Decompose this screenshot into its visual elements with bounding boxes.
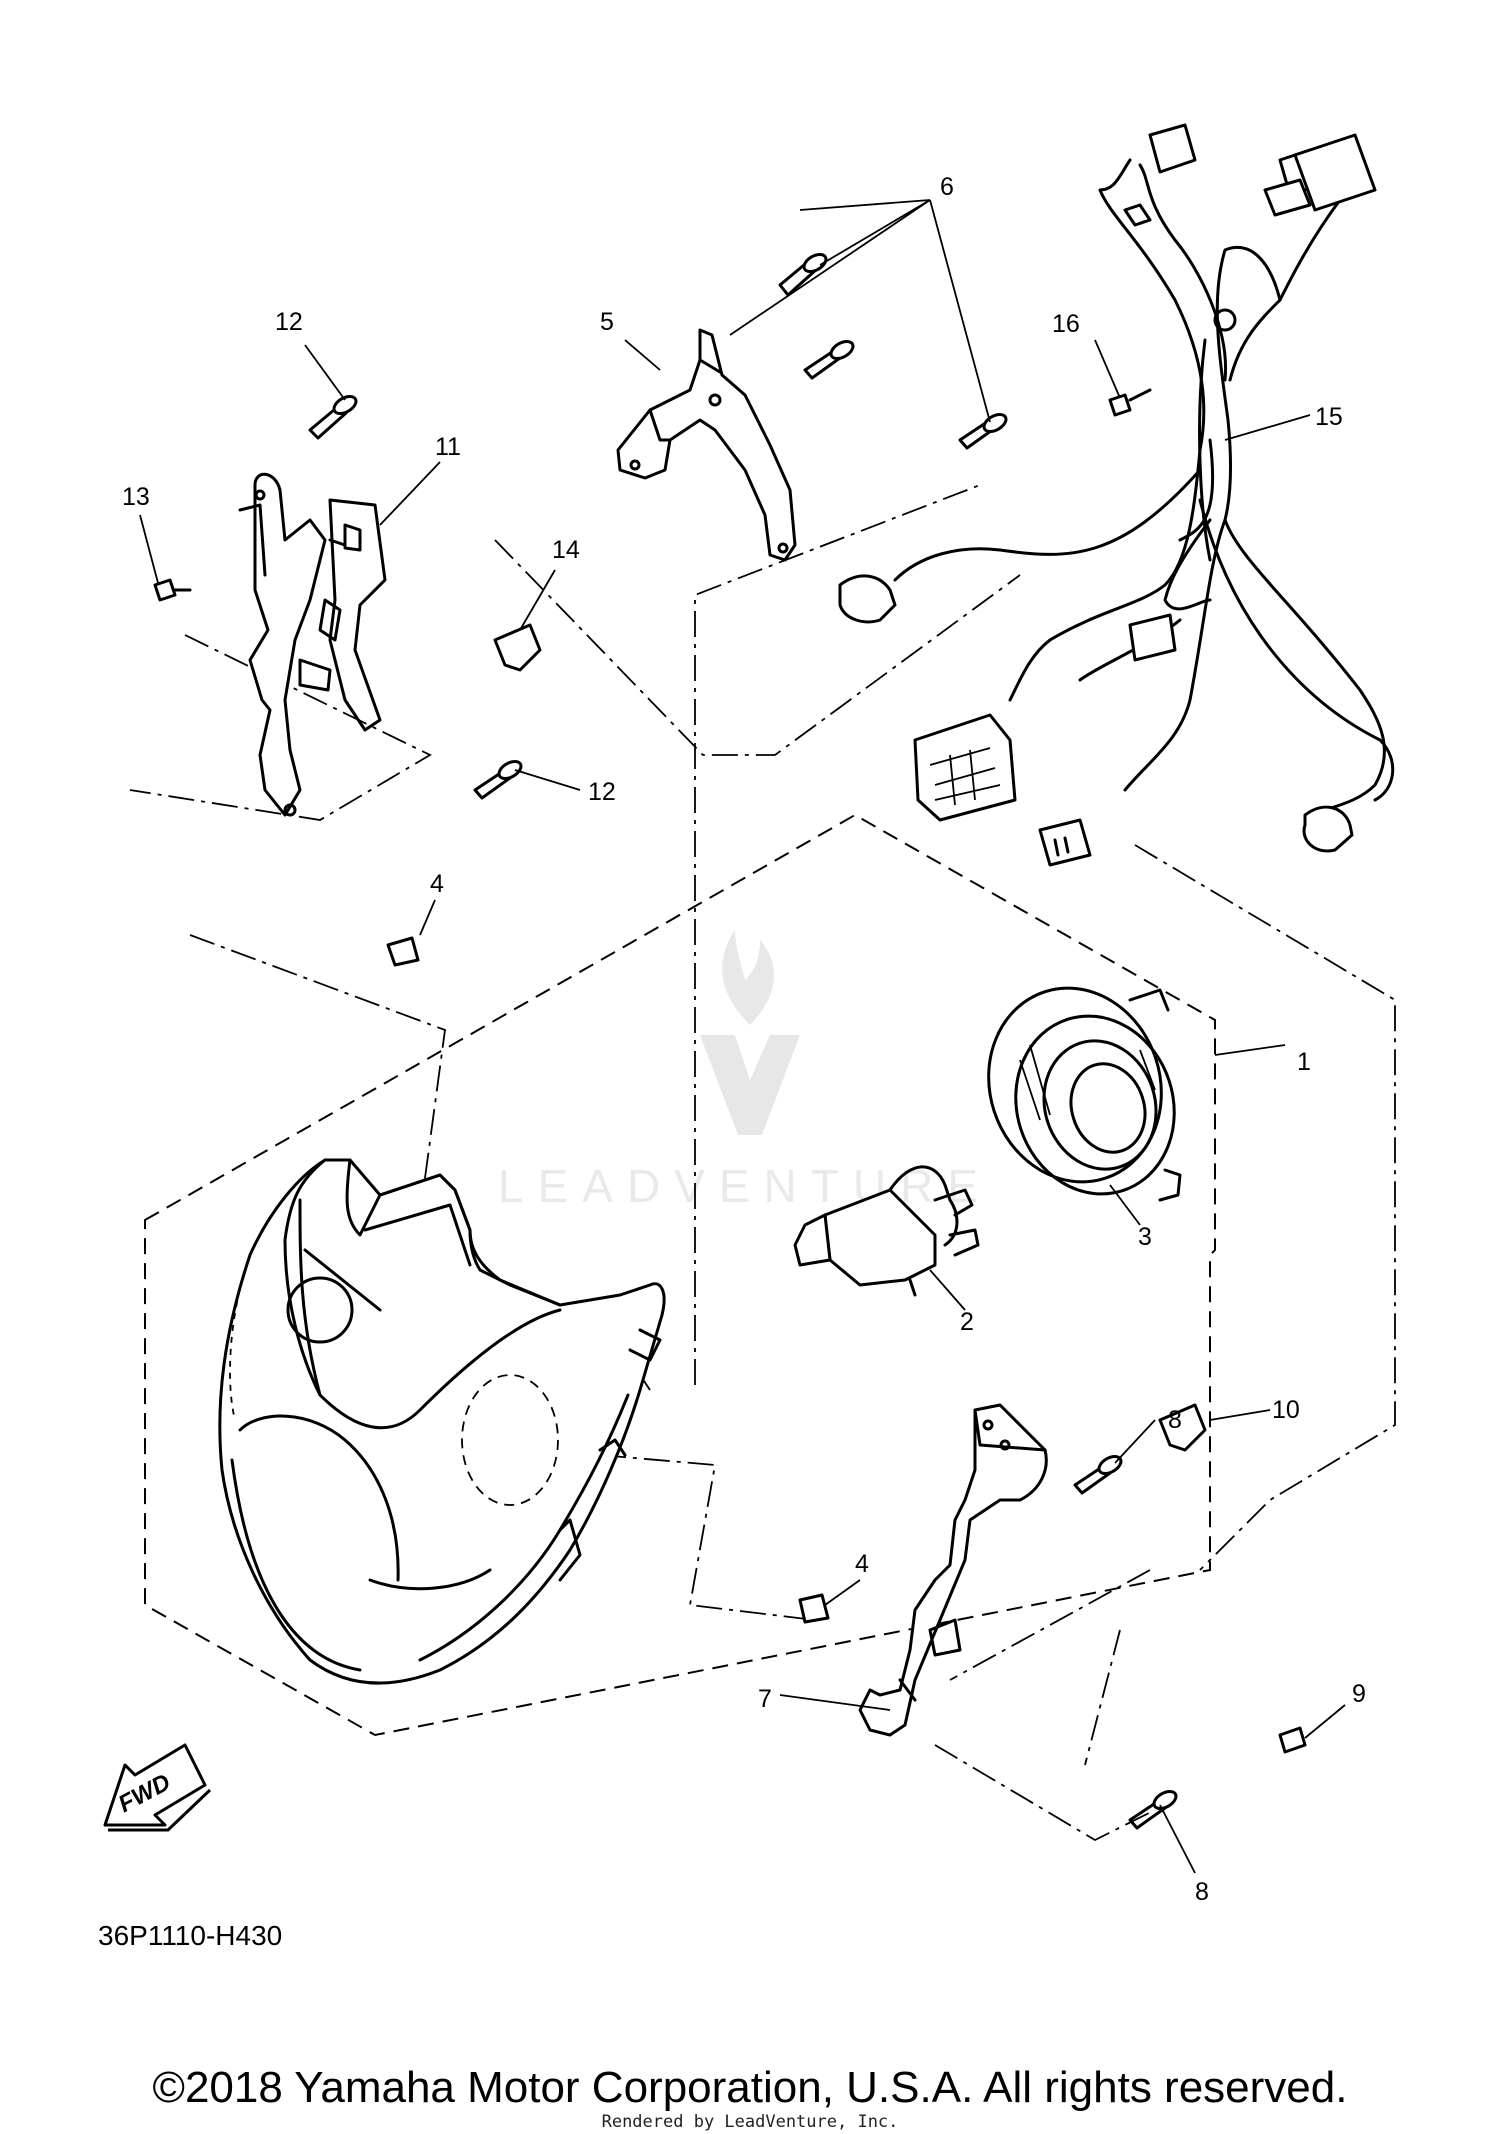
callout-7: 7 [758,1685,772,1713]
fwd-arrow-icon: FWD [103,1743,212,1832]
fasteners [153,252,1307,1830]
lower-bracket [858,1403,1048,1737]
callout-8a: 8 [1168,1406,1182,1434]
callout-3: 3 [1138,1223,1152,1251]
headlight-assembly-outline [144,813,1216,1737]
callout-5: 5 [600,308,614,336]
diagram-reference-code: 36P1110-H430 [98,1920,283,1951]
callout-14: 14 [552,536,580,564]
callout-4a: 4 [430,870,444,898]
callout-2: 2 [960,1308,974,1336]
callout-15: 15 [1315,403,1343,431]
callout-4b: 4 [855,1550,869,1578]
callout-labels: 1 2 3 4 4 5 6 7 8 8 9 10 11 12 12 13 14 … [122,173,1366,1906]
routing-lines [129,484,1396,1842]
headlight-bulb [793,1165,980,1297]
callout-9: 9 [1352,1680,1366,1708]
leadventure-watermark: LEADVENTURE [498,930,978,1212]
callout-11: 11 [435,433,461,461]
callout-13: 13 [122,483,150,511]
left-bracket [238,472,387,817]
callout-10: 10 [1272,1396,1300,1424]
copyright-notice: ©2018 Yamaha Motor Corporation, U.S.A. A… [152,2063,1348,2112]
callout-1: 1 [1297,1048,1311,1076]
leader-lines [139,199,1346,1874]
callout-6: 6 [940,173,954,201]
bulb-cover [987,986,1182,1202]
callout-12b: 12 [588,778,616,806]
upper-bracket [616,328,797,562]
headlight-housing [218,1158,666,1685]
rendered-by-notice: Rendered by LeadVenture, Inc. [601,2112,899,2132]
callout-8b: 8 [1195,1878,1209,1906]
callout-16: 16 [1052,310,1080,338]
callout-12a: 12 [275,308,303,336]
wiring-harness [838,123,1395,867]
